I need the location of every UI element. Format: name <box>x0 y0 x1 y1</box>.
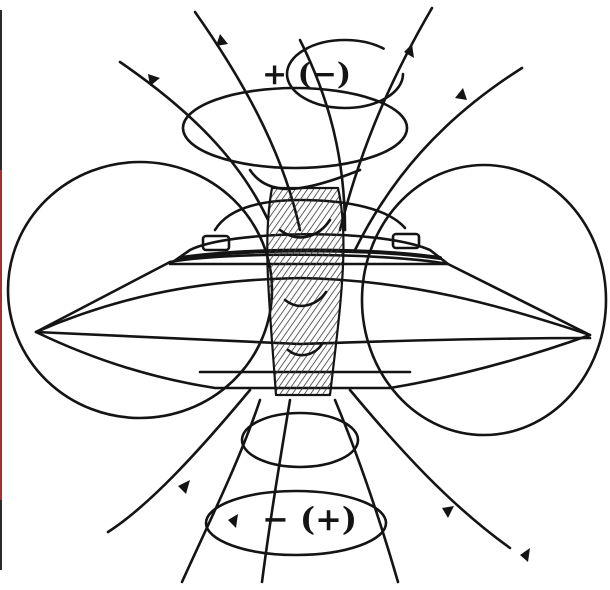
arrowhead-icon <box>216 34 228 46</box>
arrowhead-icon <box>228 514 238 528</box>
bottom-inner-ring <box>242 413 358 467</box>
field-line-8 <box>335 400 398 582</box>
arrowhead-icon <box>148 74 160 86</box>
arrowhead-icon <box>178 480 190 494</box>
scan-border-red <box>0 170 2 500</box>
saucer-skirt-left <box>36 262 170 332</box>
saucer-skirt <box>170 255 590 335</box>
arrowhead-icon <box>455 88 467 100</box>
field-line-2 <box>120 62 268 220</box>
central-column-body <box>267 188 343 395</box>
field-line-10 <box>350 390 510 548</box>
top-pole-label: + (−) <box>262 57 351 92</box>
left-field-loop <box>8 162 272 418</box>
right-field-loop <box>362 165 606 435</box>
arrowhead-icon <box>442 506 454 518</box>
field-line-4 <box>355 68 522 250</box>
lower-field-lines <box>108 390 510 582</box>
bottom-pole-label: − (+) <box>262 500 357 538</box>
arrowhead-icon <box>520 548 530 562</box>
